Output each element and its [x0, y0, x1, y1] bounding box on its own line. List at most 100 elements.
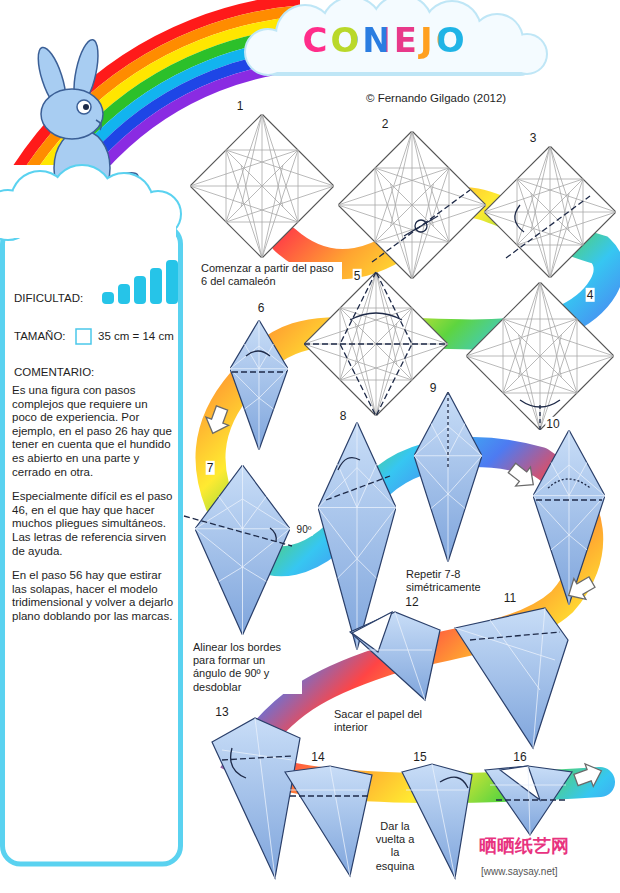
rainbow [0, 10, 300, 166]
step-number: 10 [545, 417, 560, 431]
step-number: 3 [529, 131, 538, 145]
fold-marks [548, 479, 590, 488]
crease-pattern [466, 282, 614, 430]
copyright: © Fernando Gilgado (2012) [365, 92, 507, 106]
folded-model [500, 766, 540, 800]
crease-line [455, 608, 555, 748]
rainbow [0, 21, 300, 166]
comment-text: Especialmente difícil es el paso 46, en … [12, 490, 174, 558]
fold-marks [539, 404, 540, 430]
difficulty-bars [102, 260, 178, 304]
step-number: 2 [381, 117, 390, 131]
fold-marks [326, 476, 390, 500]
fold-marks [304, 343, 448, 344]
crease-pattern [484, 146, 616, 278]
folded-model [533, 430, 605, 605]
step-number: 12 [404, 595, 419, 609]
folded-model [414, 392, 482, 562]
hollow-arrow [505, 459, 541, 495]
fold-marks [222, 756, 292, 760]
step-number: 9 [429, 381, 438, 395]
info-panel-frame [3, 226, 181, 864]
comment-text: Es una figura con pasos complejos que re… [12, 384, 174, 479]
fold-marks [340, 272, 412, 416]
fold-marks [246, 351, 270, 356]
info-panel-frame [3, 226, 181, 864]
hollow-arrow [201, 404, 605, 791]
fold-marks [447, 392, 448, 470]
fold-marks [372, 190, 470, 262]
crease-line [222, 718, 292, 878]
step-number: 5 [353, 269, 362, 283]
info-panel: DIFICULTAD:TAMAÑO:35 cm = 14 cmCOMENTARI… [4, 232, 180, 860]
step-number: 1 [236, 99, 245, 113]
folded-model [485, 766, 572, 835]
folded-model [212, 718, 300, 878]
crease-line [360, 612, 432, 700]
folded-model [350, 612, 440, 700]
difficulty-bars [150, 268, 162, 304]
fold-marks [440, 777, 468, 788]
folded-model [195, 320, 605, 650]
step-caption: Dar la vuelta a la esquina [369, 820, 421, 873]
step-caption: Sacar el papel del interior [333, 708, 433, 734]
step-number: 14 [310, 750, 325, 764]
bunny-cloud [0, 166, 180, 239]
step-number: 6 [257, 301, 266, 315]
folded-model [195, 465, 290, 635]
fold-marks [350, 313, 402, 320]
fold-marks [536, 499, 602, 500]
fold-marks [270, 528, 276, 542]
fold-marks [404, 216, 438, 236]
crease-pattern [190, 114, 334, 258]
fold-marks [231, 748, 246, 778]
step-caption: Comenzar a partir del paso 6 del camaleó… [200, 262, 342, 288]
folded-model [455, 608, 568, 748]
fold-marks [232, 371, 287, 372]
bunny-figure [77, 100, 91, 114]
title-cloud [246, 0, 546, 74]
fold-marks [184, 516, 292, 546]
folded-model [352, 612, 392, 652]
bunny-figure [41, 89, 103, 139]
crease-line [290, 766, 366, 876]
rainbow [25, 65, 301, 166]
step-number: 8 [339, 409, 348, 423]
size-value: 35 cm = 14 cm [98, 330, 174, 344]
folded-model [285, 766, 372, 876]
size-square [76, 329, 91, 344]
angle-label: 90º [296, 524, 313, 536]
fold-marks [470, 632, 560, 640]
fold-marks [290, 795, 368, 796]
step-number: 11 [503, 591, 517, 605]
title-cloud [246, 0, 546, 74]
title: CONEJO [299, 20, 470, 60]
title-cloud [246, 0, 546, 74]
step-number: 4 [586, 288, 595, 302]
fold-marks [515, 205, 524, 232]
difficulty-bars [118, 284, 130, 304]
step-caption: Repetir 7-8 simétricamente [405, 568, 502, 594]
crease-line [490, 766, 566, 835]
field-label: DIFICULTAD: [14, 292, 83, 306]
crease-pattern [304, 272, 448, 416]
step-number: 15 [412, 750, 427, 764]
step-caption: Alinear los bordes para formar un ángulo… [192, 641, 302, 694]
fold-marks [338, 458, 360, 470]
bunny-figure [96, 120, 101, 130]
bunny-cloud [0, 212, 176, 238]
difficulty-bars [102, 292, 114, 304]
folded-model [230, 320, 288, 450]
difficulty-bars [134, 276, 146, 304]
hollow-arrow [563, 572, 598, 606]
bunny-cloud [0, 166, 180, 239]
field-label: COMENTARIO: [14, 366, 94, 380]
step-number: 7 [206, 461, 215, 475]
fold-marks [184, 351, 602, 546]
watermark-url: [www.saysay.net] [480, 866, 559, 878]
rainbow-ribbon [210, 202, 608, 788]
fold-marks [506, 196, 590, 258]
hollow-arrow [572, 759, 606, 791]
watermark: 晒晒纸艺网 [478, 836, 570, 858]
fold-marks [496, 799, 566, 800]
